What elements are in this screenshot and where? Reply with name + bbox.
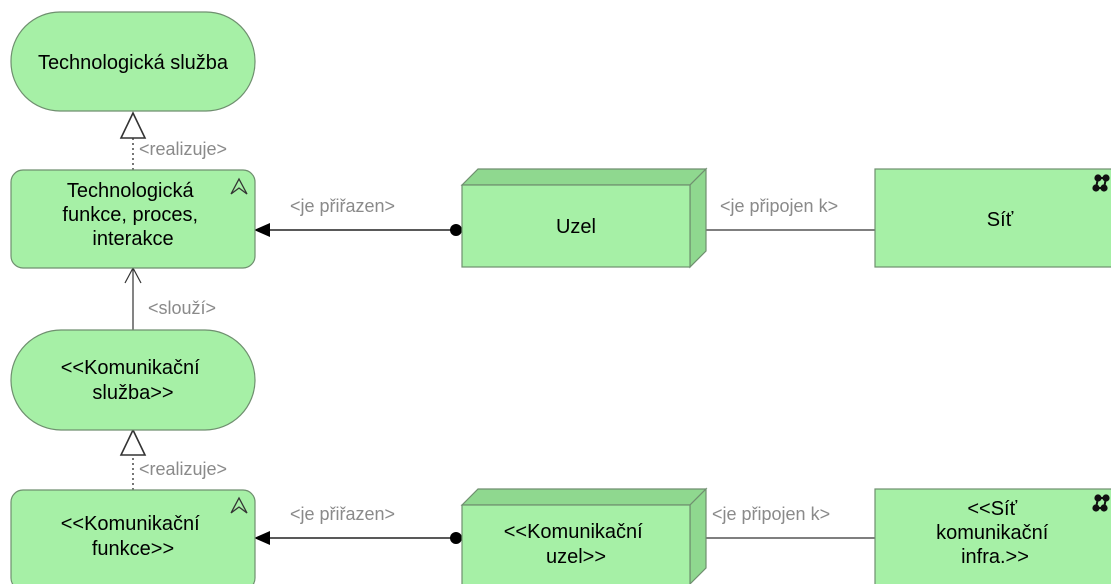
- communication-service[interactable]: <<Komunikační služba>>: [10, 329, 256, 431]
- assignment-arrowhead-top: [254, 223, 270, 237]
- communication-node[interactable]: <<Komunikační uzel>>: [460, 487, 708, 584]
- network-label: Síť: [987, 209, 1014, 231]
- connected-label-top: <je připojen k>: [720, 196, 838, 216]
- network[interactable]: Síť: [874, 168, 1111, 268]
- communication-network-label-1: <<Síť: [967, 498, 1017, 520]
- technology-service-label: Technologická služba: [38, 52, 229, 74]
- communication-function[interactable]: <<Komunikační funkce>>: [10, 489, 256, 584]
- communication-network[interactable]: <<Síť komunikační infra.>>: [874, 488, 1111, 584]
- realizes-label-top: <realizuje>: [139, 139, 227, 159]
- technology-function[interactable]: Technologická funkce, proces, interakce: [10, 169, 256, 269]
- technology-service[interactable]: Technologická služba: [10, 11, 256, 112]
- communication-function-label-2: funkce>>: [92, 538, 174, 560]
- node-uzel[interactable]: Uzel: [460, 167, 708, 269]
- communication-service-label-1: <<Komunikační: [61, 357, 200, 379]
- svg-text:Uzel: Uzel: [556, 216, 596, 238]
- serves-label: <slouží>: [148, 298, 216, 318]
- svg-text:<<Komunikační služba>>: <<Komunikační služba>>: [61, 357, 206, 404]
- svg-text:<<Síť komunikační: <<Síť komunikační infra.>>: [936, 498, 1054, 568]
- assigned-label-bottom: <je přiřazen>: [290, 504, 395, 524]
- technology-function-label-3: interakce: [92, 228, 173, 250]
- network-icon: [1092, 494, 1110, 512]
- node-label: Uzel: [556, 216, 596, 238]
- realization-arrowhead-bottom: [119, 428, 147, 456]
- function-chevron-icon: [230, 177, 248, 195]
- realization-arrowhead-top: [119, 111, 147, 139]
- communication-function-label-1: <<Komunikační: [61, 513, 200, 535]
- assignment-dot-bottom: [450, 532, 462, 544]
- communication-node-label-1: <<Komunikační: [504, 521, 643, 543]
- svg-text:<<Komunikační uzel>>: <<Komunikační uzel>>: [504, 521, 649, 568]
- realizes-label-bottom: <realizuje>: [139, 459, 227, 479]
- assignment-dot-top: [450, 224, 462, 236]
- network-icon: [1092, 174, 1110, 192]
- function-chevron-icon: [230, 496, 248, 514]
- svg-text:Technologická funkce, pr: Technologická funkce, proces, interakce: [62, 180, 203, 250]
- communication-node-label-2: uzel>>: [546, 546, 606, 568]
- communication-service-label-2: služba>>: [92, 382, 173, 404]
- communication-network-label-3: infra.>>: [961, 546, 1029, 568]
- technology-function-label-2: funkce, proces,: [62, 204, 198, 226]
- connected-label-bottom: <je připojen k>: [712, 504, 830, 524]
- svg-text:Síť: Síť: [987, 209, 1014, 231]
- technology-function-label-1: Technologická: [67, 180, 195, 202]
- svg-text:Technologická služba: Technologická služba: [38, 52, 229, 74]
- assignment-arrowhead-bottom: [254, 531, 270, 545]
- svg-text:<<Komunikační funkce>>: <<Komunikační funkce>>: [61, 513, 206, 560]
- communication-network-label-2: komunikační: [936, 522, 1049, 544]
- assigned-label-top: <je přiřazen>: [290, 196, 395, 216]
